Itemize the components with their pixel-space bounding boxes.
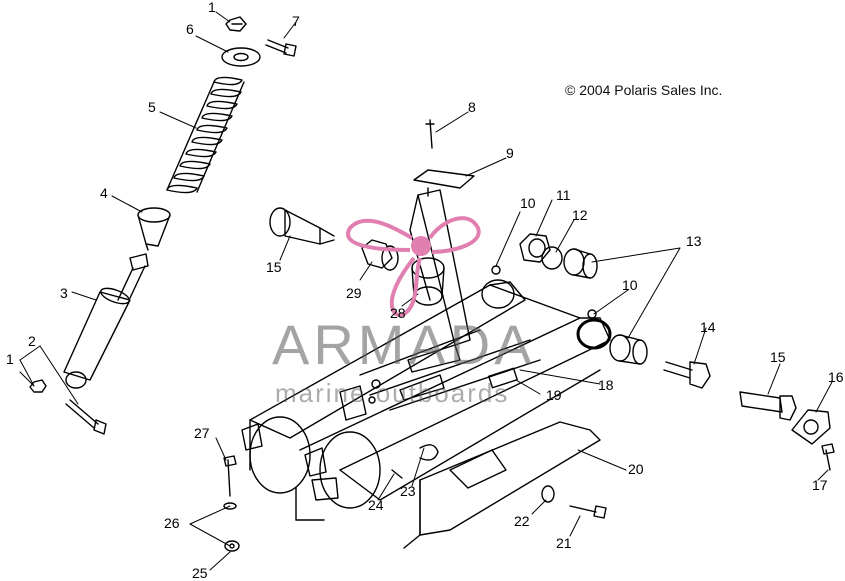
callout-label: 6 [186, 21, 194, 37]
bolt-part-17 [821, 443, 835, 471]
pivot-pin-part-15-left [269, 207, 335, 245]
callout-label: 5 [148, 99, 156, 115]
callout-label: 24 [368, 497, 384, 513]
bolt-part-8 [425, 119, 435, 149]
shock-absorber-part-3 [63, 253, 149, 389]
callout-label: 14 [700, 319, 716, 335]
callout-label: 4 [100, 185, 108, 201]
bushing-part-13 [563, 248, 598, 279]
bolt-part-2 [65, 399, 107, 435]
callout-label: 1 [208, 0, 216, 15]
nut-part-25 [224, 540, 240, 552]
watermark-brand: ARMADA [272, 313, 536, 376]
bushing-part-13-lower [609, 334, 648, 365]
bushing-part-29 [361, 239, 399, 271]
callout-label: 29 [346, 285, 362, 301]
callout-label: 10 [622, 277, 638, 293]
callout-label: 25 [192, 565, 208, 581]
swing-arm-body [249, 279, 612, 501]
watermark-tagline: marine outboards [275, 378, 510, 408]
callout-label: 9 [506, 145, 514, 161]
callout-label: 3 [60, 285, 68, 301]
washer-part-12 [541, 246, 563, 270]
rail-part-20 [403, 421, 601, 549]
callout-label: 7 [292, 13, 300, 29]
callout-label: 22 [514, 513, 530, 529]
retainer-part-6 [221, 47, 261, 67]
bolt-part-14 [663, 361, 711, 389]
callout-label: 17 [812, 477, 828, 493]
front-housings [241, 416, 381, 521]
spacer-part-22 [541, 485, 555, 503]
callout-label: 15 [770, 349, 786, 365]
spring-cup-part-4 [137, 207, 171, 251]
callout-label: 12 [572, 207, 588, 223]
leader-lines [19, 11, 833, 571]
nut-part-1-left [29, 379, 47, 393]
callout-label: 10 [520, 195, 536, 211]
clip-parts-23-24 [391, 444, 439, 479]
callout-label: 1 [6, 351, 14, 367]
callout-label: 23 [400, 483, 416, 499]
callout-label: 18 [598, 377, 614, 393]
callout-label: 27 [194, 425, 210, 441]
armada-logo-icon [346, 216, 481, 318]
bolt-part-27 [223, 455, 237, 510]
plate-part-9 [413, 169, 475, 197]
callout-label: 15 [266, 259, 282, 275]
copyright-notice: © 2004 Polaris Sales Inc. [565, 82, 723, 98]
callout-label: 26 [164, 515, 180, 531]
callout-label: 13 [686, 233, 702, 249]
bolt-part-21 [569, 505, 607, 519]
spring-part-5 [166, 76, 245, 194]
callout-label: 28 [390, 305, 406, 321]
callout-label: 20 [628, 461, 644, 477]
callout-label: 11 [556, 187, 571, 203]
pivot-pin-part-15-right [739, 391, 797, 421]
callout-label: 8 [468, 99, 476, 115]
nut-part-11 [519, 233, 551, 263]
callout-label: 19 [546, 387, 562, 403]
callout-label: 2 [28, 333, 36, 349]
nut-part-1-top [225, 16, 247, 32]
callout-label: 21 [556, 535, 572, 551]
callout-label: 16 [828, 369, 844, 385]
bolt-part-7 [265, 39, 297, 57]
plate-part-16 [791, 409, 831, 445]
